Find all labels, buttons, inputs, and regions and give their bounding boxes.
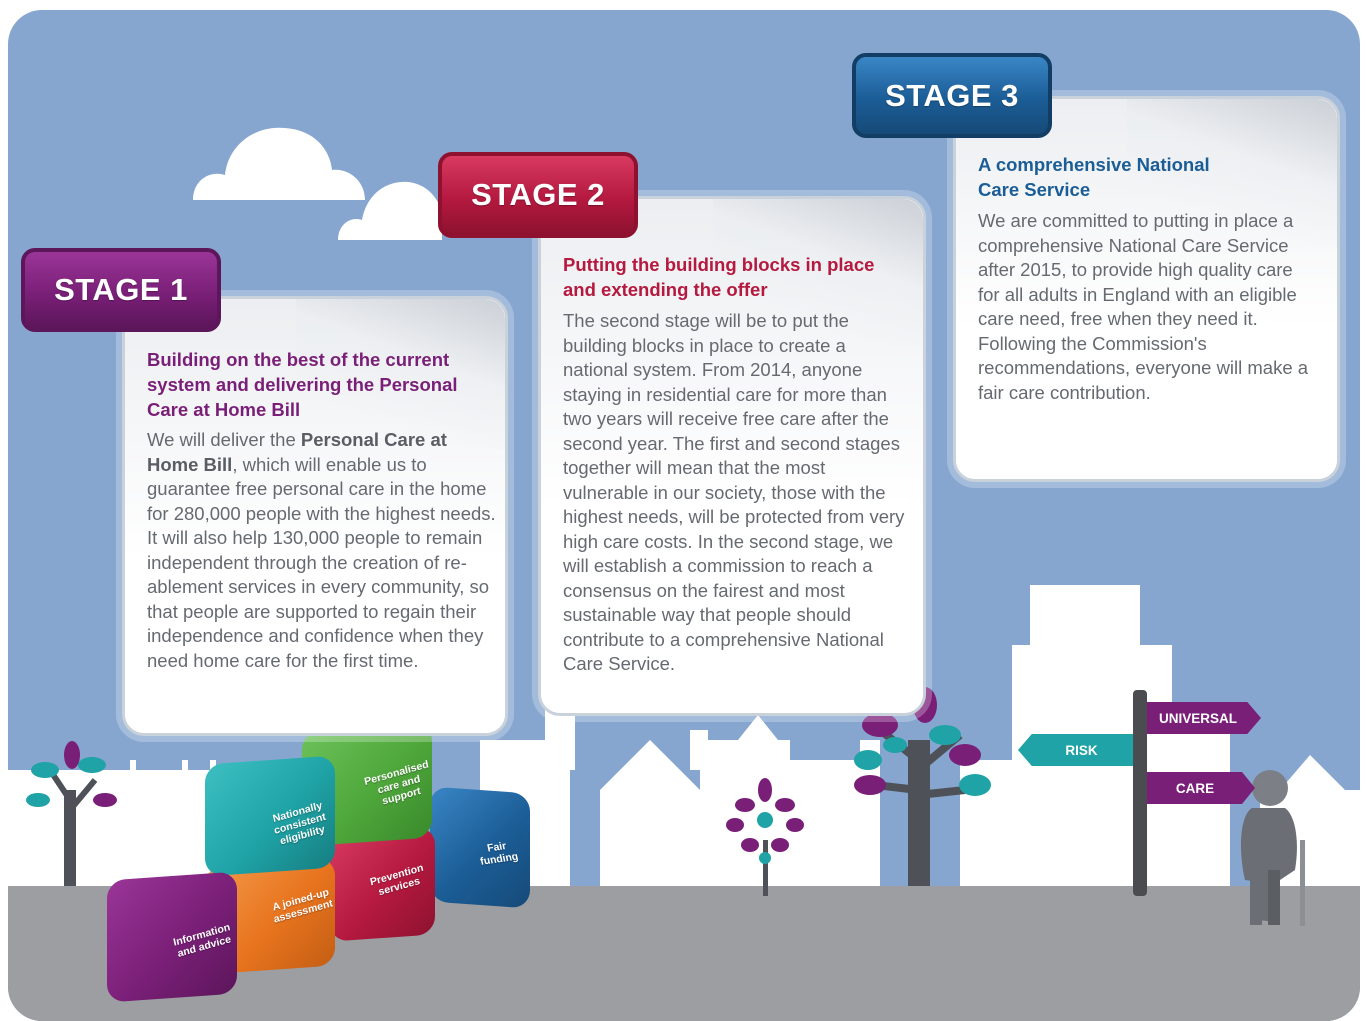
signpost-care: CARE [1147,772,1255,804]
stage-2-body: The second stage will be to put the buil… [563,310,905,674]
stage-2-badge: STAGE 2 [438,152,638,238]
stage-2-panel: Putting the building blocks in place and… [538,196,926,716]
stage-1-body-bold: Personal Care at Home Bill [147,429,447,475]
block-prevention-services: Prevention services [330,826,435,942]
stage-1-body-pre: We will deliver the [147,429,301,450]
stage-3-body: We are committed to putting in place a c… [978,210,1309,403]
signpost-universal-label: UNIVERSAL [1158,710,1237,726]
tree-small [726,778,804,896]
cloud-large [193,127,365,200]
tree-middle [854,687,991,886]
stage-1-heading: Building on the best of the current syst… [147,349,458,420]
signpost-risk: RISK [1018,734,1133,766]
stage-3-heading: A comprehensive National Care Service [978,154,1210,200]
elderly-person-icon [1240,770,1305,926]
block-information-advice: Information and advice [107,871,237,1003]
stage-1-body-post: , which will enable us to guarantee free… [147,453,496,671]
block-joined-up-label: A joined-up assessment [271,886,334,926]
signpost-pole [1133,690,1147,896]
stage-1-body: We will deliver the Personal Care at Hom… [147,428,499,673]
stage-1-badge: STAGE 1 [21,248,221,332]
signpost-care-label: CARE [1175,780,1215,796]
stage-3-badge: STAGE 3 [852,53,1052,138]
stage-3-badge-label: STAGE 3 [885,77,1019,113]
stage-1-panel: Building on the best of the current syst… [122,296,508,736]
block-personalised-label: Personalised care and support [363,758,430,808]
block-information-label: Information and advice [172,921,233,960]
signpost-risk-label: RISK [1065,742,1098,758]
block-nationally-label: Nationally consistent eligibility [271,799,327,848]
stage-2-heading: Putting the building blocks in place and… [563,254,875,300]
stage-1-badge-label: STAGE 1 [54,272,188,307]
stage-2-badge-label: STAGE 2 [471,177,605,212]
block-prevention-label: Prevention services [368,861,425,899]
cloud-small [338,181,442,240]
tree-left [26,741,117,886]
signpost-universal: UNIVERSAL [1147,702,1261,734]
block-fair-funding: Fair funding [430,786,530,909]
stage-3-panel: A comprehensive National Care Service We… [953,96,1340,482]
block-nationally-consistent-eligibility: Nationally consistent eligibility [205,755,335,877]
block-fair-funding-label: Fair funding [479,840,520,868]
